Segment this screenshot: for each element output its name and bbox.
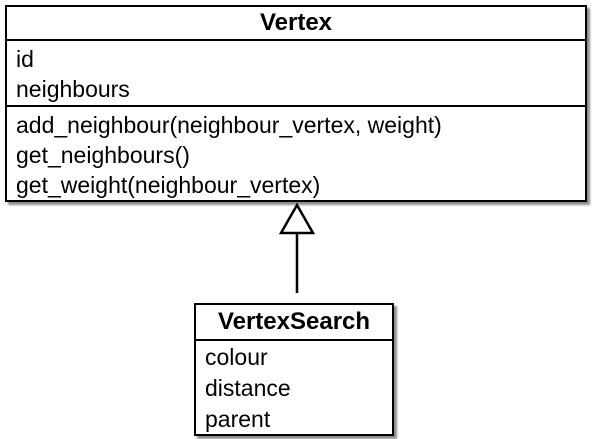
vertex-operation-get-neighbours: get_neighbours() bbox=[16, 142, 190, 168]
vertex-search-class-name: VertexSearch bbox=[196, 305, 392, 341]
vertex-attributes: id neighbours bbox=[7, 41, 585, 107]
vertex-operations: add_neighbour(neighbour_vertex, weight) … bbox=[7, 107, 585, 200]
vertex-attribute-id: id bbox=[16, 46, 34, 72]
vertex-operation-get-weight: get_weight(neighbour_vertex) bbox=[16, 172, 321, 198]
vertex-search-attribute-colour: colour bbox=[205, 344, 268, 370]
vertex-class-box: Vertex id neighbours add_neighbour(neigh… bbox=[5, 5, 587, 202]
vertex-search-attributes: colour distance parent bbox=[196, 341, 392, 435]
vertex-attribute-neighbours: neighbours bbox=[16, 76, 130, 102]
vertex-search-class-box: VertexSearch colour distance parent bbox=[194, 303, 394, 436]
vertex-search-attribute-parent: parent bbox=[205, 406, 271, 432]
vertex-search-attribute-distance: distance bbox=[205, 375, 291, 401]
vertex-class-name: Vertex bbox=[7, 7, 585, 41]
inheritance-arrowhead-icon bbox=[278, 202, 316, 235]
vertex-operation-add-neighbour: add_neighbour(neighbour_vertex, weight) bbox=[16, 112, 442, 138]
